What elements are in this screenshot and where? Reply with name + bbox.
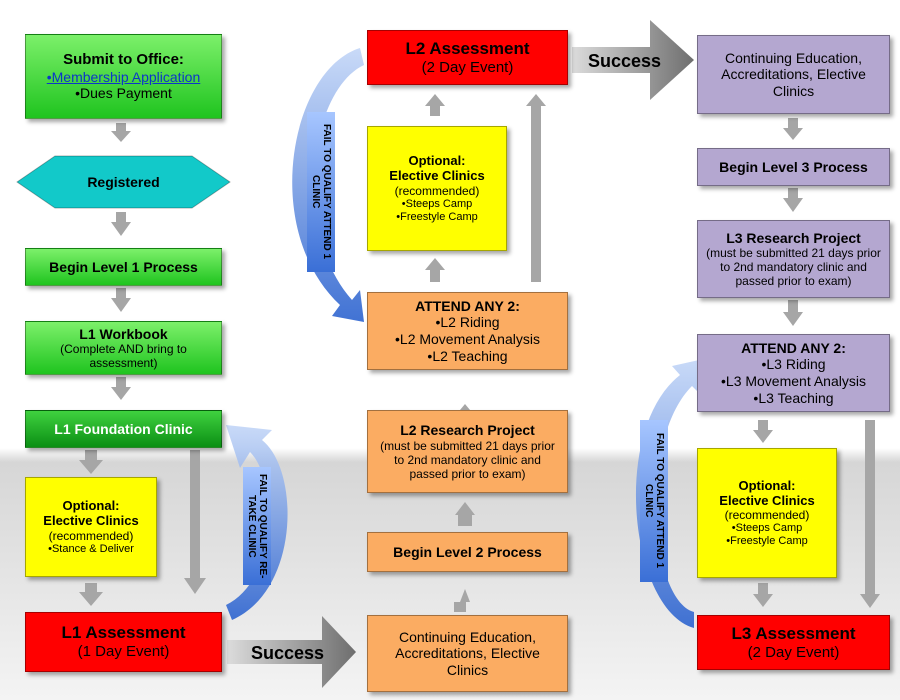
optional-title2: Elective Clinics: [389, 168, 485, 184]
dues-payment-item: •Dues Payment: [75, 85, 172, 102]
l3-assessment-sub: (2 Day Event): [747, 643, 840, 661]
l1-workbook-box: L1 Workbook (Complete AND bring to asses…: [25, 321, 222, 375]
submit-to-office-box: Submit to Office: •Membership Applicatio…: [25, 34, 222, 119]
success-label: Success: [588, 51, 662, 71]
optional-item: •Steeps Camp: [401, 197, 473, 210]
attend-title: ATTEND ANY 2:: [415, 297, 520, 314]
attend-item: •L3 Riding: [761, 356, 826, 373]
fail-curve-arrow: [226, 425, 288, 620]
l2-research-box: L2 Research Project (must be submitted 2…: [367, 410, 568, 493]
optional-title: Optional:: [408, 153, 466, 169]
begin-level-2-label: Begin Level 2 Process: [393, 543, 542, 560]
submit-title: Submit to Office:: [63, 51, 184, 69]
fail-attend-label: FAIL TO QUALIFY ATTEND 1 CLINIC: [307, 112, 335, 272]
begin-level-1-box: Begin Level 1 Process: [25, 248, 222, 286]
l2-optional-box: Optional: Elective Clinics (recommended)…: [367, 126, 507, 251]
down-arrow: [753, 118, 880, 608]
l2-assessment-box: L2 Assessment (2 Day Event): [367, 30, 568, 85]
l1-assessment-box: L1 Assessment (1 Day Event): [25, 612, 222, 672]
down-arrow: [79, 123, 206, 606]
begin-level-2-box: Begin Level 2 Process: [367, 532, 568, 572]
l1-optional-box: Optional: Elective Clinics (recommended)…: [25, 477, 157, 577]
optional-title2: Elective Clinics: [43, 513, 139, 529]
continuing-label: Continuing Education, Accreditations, El…: [721, 49, 866, 99]
l1-assessment-sub: (1 Day Event): [77, 643, 170, 661]
l1-assessment-title: L1 Assessment: [61, 623, 186, 643]
up-arrow: [425, 94, 546, 612]
research-title: L3 Research Project: [726, 229, 861, 246]
begin-level-3-label: Begin Level 3 Process: [719, 158, 868, 175]
optional-item: •Freestyle Camp: [396, 210, 478, 223]
optional-title2: Elective Clinics: [719, 492, 815, 508]
l2-continuing-box: Continuing Education, Accreditations, El…: [367, 615, 568, 692]
attend-item: •L3 Teaching: [753, 389, 834, 406]
l2-assessment-title: L2 Assessment: [405, 38, 530, 58]
l1-foundation-label: L1 Foundation Clinic: [54, 420, 193, 437]
optional-title: Optional:: [738, 477, 796, 493]
optional-sub: (recommended): [48, 528, 134, 543]
l1-workbook-sub: (Complete AND bring to assessment): [60, 342, 187, 371]
l2-assessment-sub: (2 Day Event): [421, 58, 514, 76]
success-arrow: [227, 616, 356, 688]
optional-sub: (recommended): [724, 508, 810, 523]
membership-application-link[interactable]: •Membership Application: [46, 68, 201, 85]
l3-research-box: L3 Research Project (must be submitted 2…: [697, 220, 890, 298]
l3-optional-box: Optional: Elective Clinics (recommended)…: [697, 448, 837, 578]
continuing-label: Continuing Education, Accreditations, El…: [395, 628, 540, 678]
optional-title: Optional:: [62, 498, 120, 514]
l3-assessment-box: L3 Assessment (2 Day Event): [697, 615, 890, 670]
attend-item: •L2 Movement Analysis: [395, 331, 540, 347]
fail-retake-label: FAIL TO QUALIFY RE-TAKE CLINIC: [243, 467, 271, 585]
optional-item: •Steeps Camp: [731, 522, 803, 535]
l3-assessment-title: L3 Assessment: [731, 623, 856, 643]
research-sub: (must be submitted 21 days prior to 2nd …: [706, 246, 881, 289]
begin-level-1-label: Begin Level 1 Process: [49, 258, 198, 275]
research-title: L2 Research Project: [400, 422, 535, 438]
registered-label: Registered: [87, 174, 160, 190]
optional-item: •Stance & Deliver: [48, 542, 134, 555]
optional-sub: (recommended): [394, 183, 480, 198]
l2-attend-box: ATTEND ANY 2: •L2 Riding •L2 Movement An…: [367, 292, 568, 370]
success-arrow: [572, 20, 694, 100]
l3-attend-box: ATTEND ANY 2: •L3 Riding •L3 Movement An…: [697, 334, 890, 412]
research-sub: (must be submitted 21 days prior to 2nd …: [380, 438, 555, 481]
begin-level-3-box: Begin Level 3 Process: [697, 148, 890, 186]
optional-item: •Freestyle Camp: [726, 535, 808, 548]
l1-foundation-box: L1 Foundation Clinic: [25, 410, 222, 448]
attend-item: •L2 Riding: [435, 314, 500, 331]
l3-continuing-box: Continuing Education, Accreditations, El…: [697, 35, 890, 114]
attend-item: •L2 Teaching: [427, 347, 508, 364]
attend-title: ATTEND ANY 2:: [741, 339, 846, 356]
success-label: Success: [251, 643, 325, 663]
fail-attend-label: FAIL TO QUALIFY ATTEND 1 CLINIC: [640, 420, 668, 582]
attend-item: •L3 Movement Analysis: [721, 373, 866, 389]
l1-workbook-title: L1 Workbook: [79, 325, 168, 342]
